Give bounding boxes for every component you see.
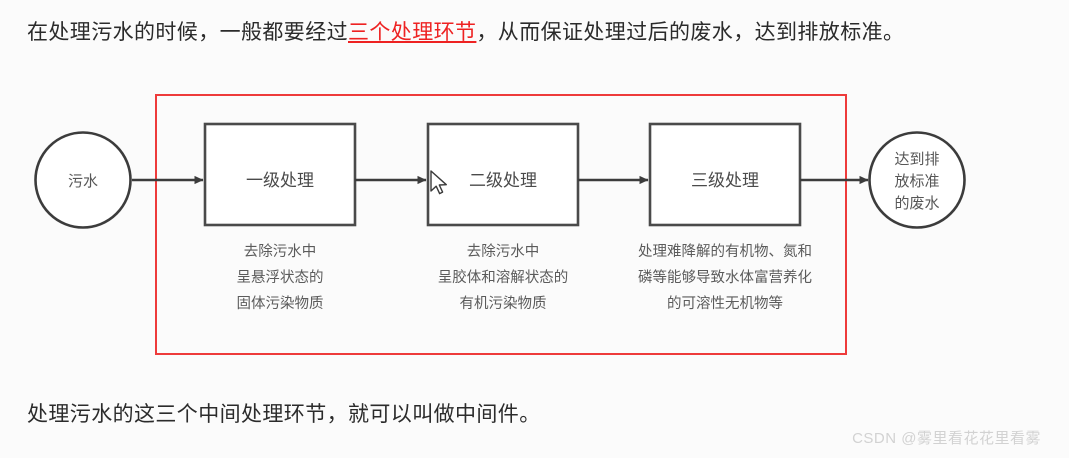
top-paragraph-before: 在处理污水的时候，一般都要经过	[27, 21, 348, 44]
stage-caption-2-line-3: 有机污染物质	[460, 295, 547, 312]
top-paragraph: 在处理污水的时候，一般都要经过三个处理环节，从而保证处理过后的废水，达到排放标准…	[27, 22, 904, 43]
stage-caption-3-line-2: 磷等能够导致水体富营养化	[638, 268, 812, 286]
start-node-circle	[34, 131, 132, 229]
stage-box-1[interactable]	[203, 122, 357, 227]
top-paragraph-highlight: 三个处理环节	[348, 21, 477, 44]
stage-caption-3-line-3: 的可溶性无机物等	[667, 294, 783, 312]
stage-title-2: 二级处理	[469, 171, 537, 190]
end-node-circle	[868, 131, 966, 229]
stage-caption-1-line-1: 去除污水中	[244, 243, 317, 260]
stage-caption-2-line-2: 呈胶体和溶解状态的	[438, 269, 569, 286]
three-stage-highlight-box	[155, 94, 847, 355]
stage-caption-1-line-3: 固体污染物质	[237, 295, 324, 312]
stage-box-2[interactable]	[426, 122, 580, 227]
end-node-label-line-3: 的废水	[894, 195, 939, 212]
stage-box-3[interactable]	[648, 122, 802, 227]
start-node-label: 污水	[68, 173, 98, 190]
end-node-label-line-2: 放标准	[894, 173, 939, 190]
wastewater-process-diagram: 污水 一级处理 去除污水中 呈悬浮状态的 固体污染物质 二级处理 去除污水中 呈…	[0, 60, 1069, 380]
stage-title-3: 三级处理	[691, 171, 759, 190]
stage-caption-3-line-1: 处理难降解的有机物、氮和	[638, 243, 812, 260]
end-node-label-line-1: 达到排	[894, 151, 939, 168]
stage-caption-2-line-1: 去除污水中	[467, 243, 540, 260]
top-paragraph-after: ，从而保证处理过后的废水，达到排放标准。	[476, 21, 905, 44]
bottom-paragraph: 处理污水的这三个中间处理环节，就可以叫做中间件。	[27, 403, 541, 426]
csdn-watermark: CSDN @雾里看花花里看雾	[852, 430, 1041, 447]
stage-caption-1-line-2: 呈悬浮状态的	[237, 269, 324, 286]
stage-title-1: 一级处理	[246, 171, 314, 190]
